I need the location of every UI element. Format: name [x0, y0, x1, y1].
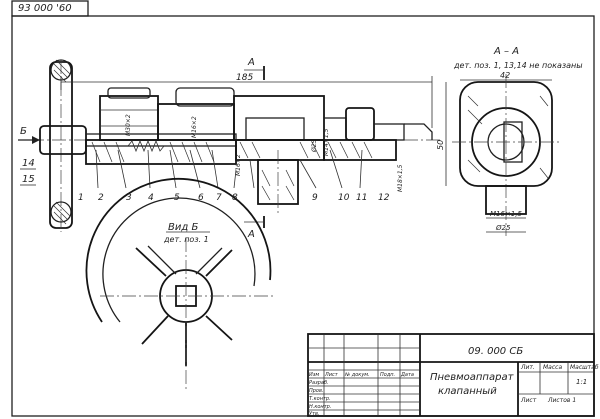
tb-label-razrab: Разраб. [309, 380, 329, 386]
nipple-tip [404, 123, 433, 140]
wheel-rim-inner [102, 197, 256, 323]
section-note: дет. поз. 1, 13,14 не показаны [453, 61, 583, 70]
hatch-center [239, 141, 321, 159]
tb-row-date: Дата [400, 372, 414, 378]
dim-m16-top: M16×2 [191, 116, 198, 138]
section-dim-width: 42 [500, 71, 510, 80]
callout-14: 14 [22, 158, 35, 169]
position-11: 11 [356, 193, 367, 203]
wheel-rim-outer [85, 177, 272, 323]
view-b [85, 177, 276, 390]
tb-label-prov: Пров. [309, 388, 324, 394]
stamp-box [11, 0, 89, 17]
section-mark-top: A [247, 57, 255, 68]
view-b-title: Вид Б [168, 222, 198, 233]
tb-row-doc: № докум. [344, 372, 370, 378]
view-b-note: дет. поз. 1 [163, 235, 209, 244]
hatch-rim-top [53, 59, 71, 83]
right-section-lower [323, 139, 397, 161]
tb-label-nkontr: Н.контр. [309, 404, 331, 410]
tb-name-1: Пневмоаппарат [430, 372, 515, 383]
position-7: 7 [216, 193, 222, 203]
tb-row-list: Лист [324, 372, 339, 378]
callout-15: 15 [22, 174, 35, 185]
position-leaders [95, 149, 363, 189]
tb-label-utv: Утв. [309, 411, 320, 417]
tb-scale: 1:1 [576, 378, 587, 386]
valve-chamber [245, 117, 305, 141]
tb-scale-header: Масштаб [570, 364, 599, 371]
section-dim-height: 50 [436, 140, 445, 150]
dim-overall: 185 [236, 73, 253, 83]
tb-sheet: Лист [520, 397, 537, 404]
wheel-spokes [135, 247, 233, 366]
hatch-rim-bottom [53, 201, 71, 225]
wheel-spoke-edges [147, 245, 223, 275]
position-6: 6 [198, 193, 204, 203]
title-block-lines [307, 333, 595, 417]
tb-name-2: клапанный [438, 386, 497, 397]
position-12: 12 [378, 193, 390, 203]
position-10: 10 [338, 193, 350, 203]
dim-m30: M30×2 [125, 114, 132, 136]
position-2: 2 [98, 193, 104, 203]
dim-m14: M14×1,5 [323, 128, 330, 156]
dim-d25: Ø25 [311, 139, 318, 153]
dim-m18: M18×1,5 [397, 164, 404, 192]
tb-row-sign: Подп. [380, 372, 395, 378]
section-dim-thread: M16×1,5 [490, 210, 522, 218]
drawing-frame [11, 15, 595, 417]
union-nut [345, 107, 375, 141]
position-1: 1 [78, 193, 84, 203]
position-4: 4 [148, 193, 154, 203]
position-8: 8 [232, 193, 238, 203]
section-mark-bottom: A [247, 229, 255, 240]
section-dim-dia: Ø25 [495, 224, 511, 232]
view-b-letter: Б [20, 126, 27, 137]
section-port [485, 185, 527, 215]
title-block-frame [307, 333, 595, 417]
hatch-section [467, 95, 549, 179]
view-b-arrowhead [32, 136, 40, 144]
tb-lit: Лит. [520, 364, 535, 371]
tb-code: 09. 000 СБ [468, 346, 523, 357]
valve-spring [127, 139, 165, 153]
hatch-port [261, 169, 295, 201]
tb-mass: Масса [543, 364, 562, 371]
dim-m16-mid: M16×2 [235, 154, 242, 176]
nipple [373, 123, 405, 141]
tb-label-tkontr: Т.контр. [309, 396, 331, 402]
position-3: 3 [126, 193, 132, 203]
hatch-body-lower [91, 141, 215, 163]
nut-chamfer [107, 87, 151, 99]
hatch-right [327, 141, 373, 159]
tb-sheets: Листов 1 [547, 397, 576, 404]
stamp-code: 93 000 '60 [18, 3, 72, 14]
position-9: 9 [312, 193, 318, 203]
section-title: А – А [493, 46, 519, 57]
handwheel-rim-bottom [50, 201, 72, 223]
section-aa-view [445, 74, 560, 236]
main-assembly-view [18, 59, 440, 232]
tb-row-izm: Изм [309, 372, 319, 378]
position-5: 5 [174, 193, 180, 203]
